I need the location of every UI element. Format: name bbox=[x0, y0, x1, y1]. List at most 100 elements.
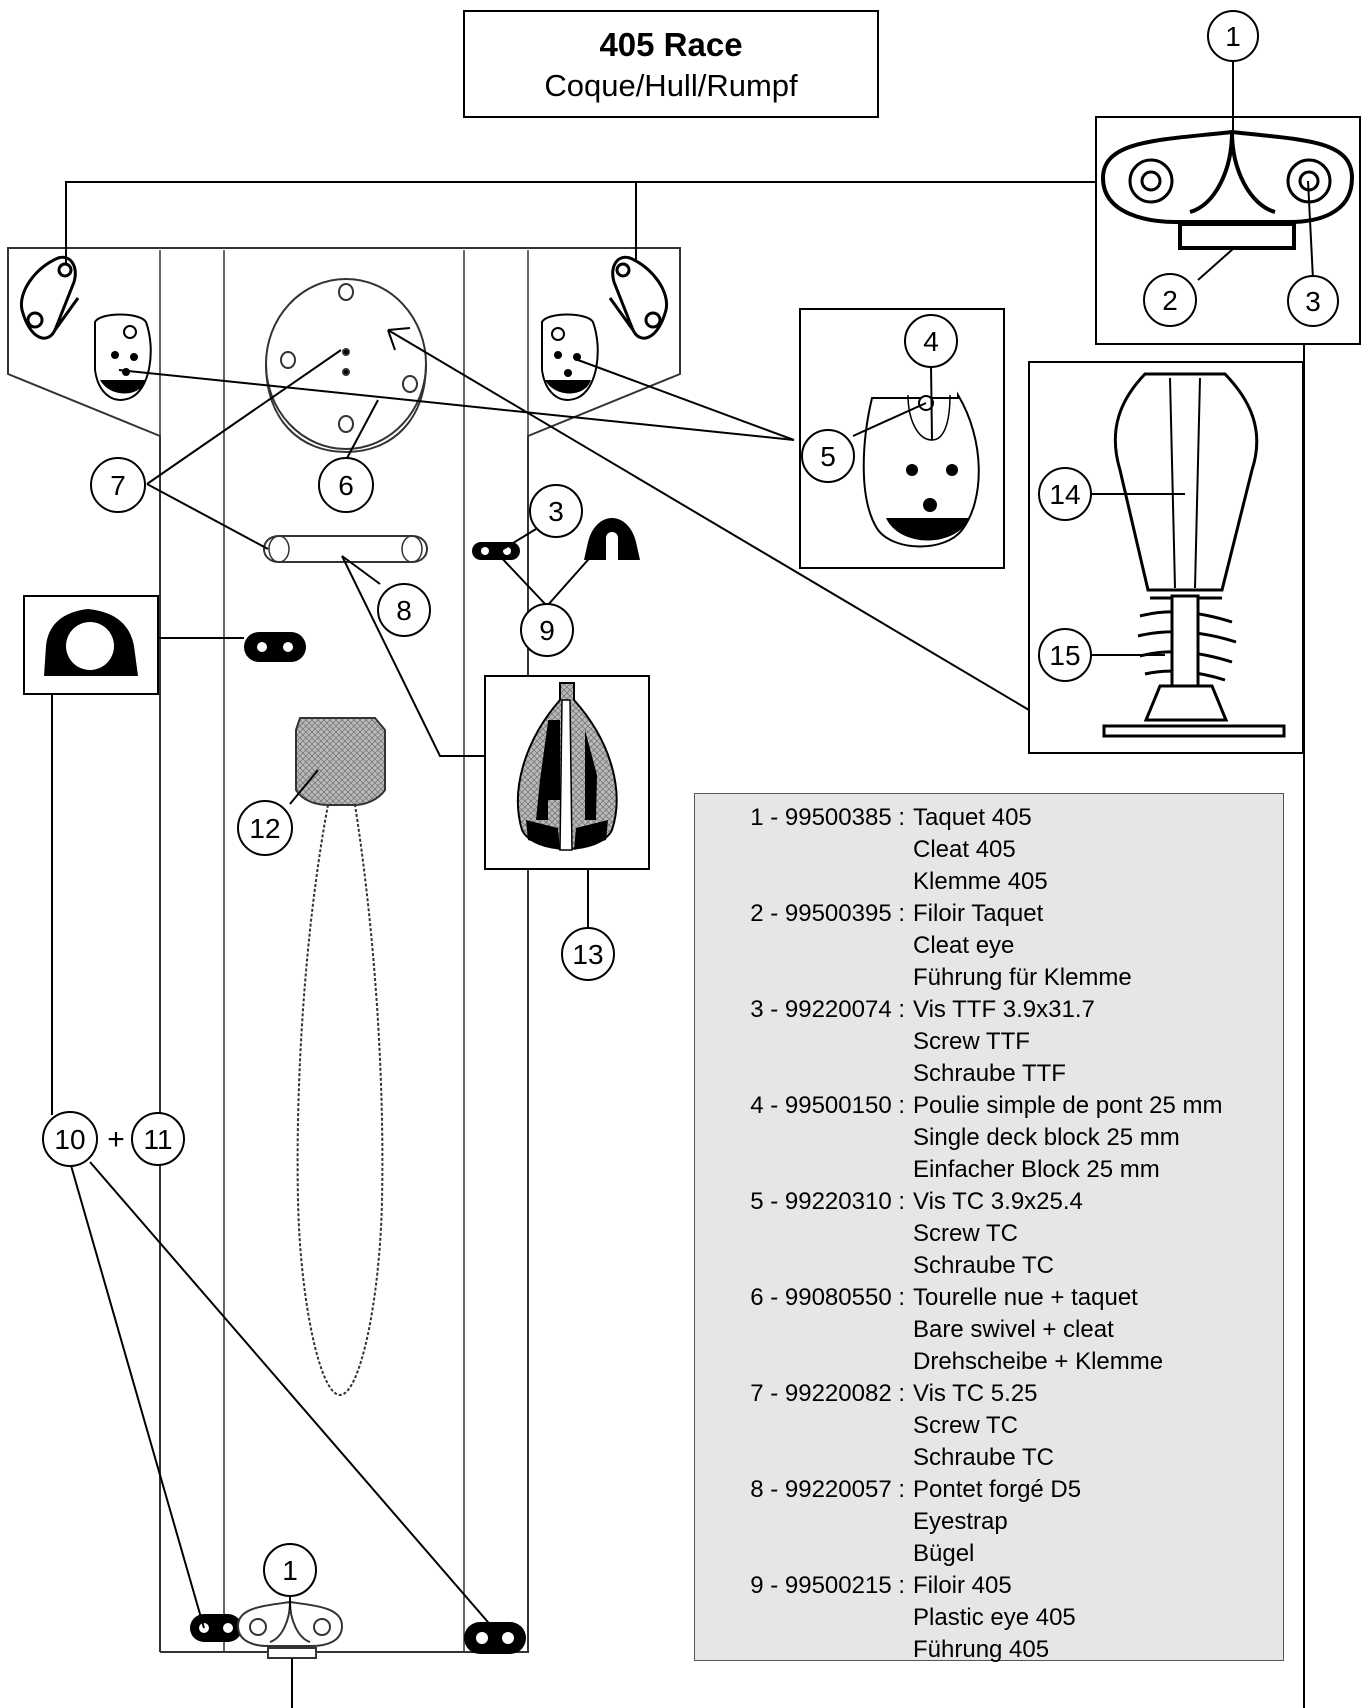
bottom-cleat bbox=[236, 1600, 344, 1659]
legend-part-code: 8 - 99220057 : bbox=[750, 1476, 905, 1503]
legend-description-line: Cleat 405 bbox=[913, 836, 1016, 863]
legend-description-line: Filoir Taquet bbox=[913, 900, 1044, 927]
callout-circle bbox=[131, 1112, 185, 1166]
legend-part-code: 6 - 99080550 : bbox=[750, 1284, 905, 1311]
legend-entry: 4 - 99500150 : Poulie simple de pont 25 m… bbox=[695, 1090, 1283, 1186]
callout-number: 12 bbox=[249, 813, 280, 844]
callout-number: 13 bbox=[572, 939, 603, 970]
legend-description-line: Schraube TC bbox=[913, 1444, 1054, 1471]
callout-circle bbox=[42, 1111, 98, 1167]
legend-part-code: 4 - 99500150 : bbox=[750, 1092, 905, 1119]
deck-block-right bbox=[541, 313, 599, 401]
callout-circle bbox=[801, 429, 855, 483]
callout-circle bbox=[561, 927, 615, 981]
legend-description-line: Klemme 405 bbox=[913, 868, 1048, 895]
callout-number: 7 bbox=[110, 470, 126, 501]
callout-c1-top: 1 bbox=[1207, 10, 1259, 62]
cleat-detail-box bbox=[1095, 116, 1361, 345]
callout-number: 3 bbox=[1305, 286, 1321, 317]
legend-description-line: Filoir 405 bbox=[913, 1572, 1012, 1599]
callout-c6: 6 bbox=[318, 457, 374, 513]
legend-description-line: Poulie simple de pont 25 mm bbox=[913, 1092, 1223, 1119]
legend-description-line: Screw TC bbox=[913, 1412, 1018, 1439]
callout-c1-bottom: 1 bbox=[263, 1543, 317, 1597]
callout-c13: 13 bbox=[561, 927, 615, 981]
callout-circle bbox=[263, 1543, 317, 1597]
legend-description-line: Plastic eye 405 bbox=[913, 1604, 1076, 1631]
callout-c3-mid: 3 bbox=[529, 484, 583, 538]
callout-circle bbox=[520, 603, 574, 657]
legend-description-line: Screw TTF bbox=[913, 1028, 1030, 1055]
callout-c5: 5 bbox=[801, 429, 855, 483]
callout-number: 4 bbox=[923, 326, 939, 357]
legend-description-line: Vis TC 5.25 bbox=[913, 1380, 1038, 1407]
callout-c8: 8 bbox=[377, 583, 431, 637]
callout-circle bbox=[1287, 275, 1339, 327]
legend-descriptions: Poulie simple de pont 25 mm Single deck b… bbox=[913, 1090, 1223, 1186]
callout-number: 11 bbox=[143, 1124, 172, 1155]
hull-outline bbox=[7, 247, 681, 1653]
leader-lines bbox=[51, 58, 1314, 1708]
callout-circle bbox=[904, 314, 958, 368]
legend-part-code: 9 - 99500215 : bbox=[750, 1572, 905, 1599]
callout-c9: 9 bbox=[520, 603, 574, 657]
callout-c3-top: 3 bbox=[1287, 275, 1339, 327]
legend-description-line: Drehscheibe + Klemme bbox=[913, 1348, 1164, 1375]
callout-circle bbox=[90, 457, 146, 513]
corner-cleat-left bbox=[19, 255, 80, 340]
legend-part-code: 7 - 99220082 : bbox=[750, 1380, 905, 1407]
callout-c14: 14 bbox=[1038, 467, 1092, 521]
plastic-eye-mid bbox=[244, 632, 306, 662]
legend-description-line: Bare swivel + cleat bbox=[913, 1316, 1114, 1343]
lead-block-detail-box bbox=[23, 595, 159, 695]
callout-number: 3 bbox=[548, 496, 564, 527]
legend-description-line: Pontet forgé D5 bbox=[913, 1476, 1082, 1503]
legend-description-line: Schraube TTF bbox=[913, 1060, 1066, 1087]
callout-c11: 11 bbox=[131, 1112, 185, 1166]
callout-number: 2 bbox=[1162, 285, 1178, 316]
plastic-eye-flat bbox=[472, 542, 520, 560]
callout-number: 1 bbox=[1225, 21, 1241, 52]
callout-number: 8 bbox=[396, 595, 412, 626]
legend-description-line: Taquet 405 bbox=[913, 804, 1032, 831]
legend-description-line: Bügel bbox=[913, 1540, 975, 1567]
callout-circle bbox=[318, 457, 374, 513]
legend-description-line: Vis TC 3.9x25.4 bbox=[913, 1188, 1083, 1215]
deck-block-left bbox=[94, 313, 152, 401]
title-main: 405 Race bbox=[599, 26, 743, 63]
plus-sign: + bbox=[107, 1123, 125, 1156]
legend-description-line: Vis TTF 3.9x31.7 bbox=[913, 996, 1095, 1023]
callout-number: 5 bbox=[820, 441, 836, 472]
callout-number: 9 bbox=[539, 615, 555, 646]
legend-description-line: Single deck block 25 mm bbox=[913, 1124, 1180, 1151]
callout-c7: 7 bbox=[90, 457, 146, 513]
legend-part-code: 5 - 99220310 : bbox=[750, 1188, 905, 1215]
callout-c12: 12 bbox=[237, 800, 293, 856]
callout-c4: 4 bbox=[904, 314, 958, 368]
callout-circle bbox=[1143, 273, 1197, 327]
legend-description-line: Einfacher Block 25 mm bbox=[913, 1156, 1160, 1183]
legend-description-line: Screw TC bbox=[913, 1220, 1018, 1247]
callout-circle bbox=[1038, 628, 1092, 682]
callout-number: 6 bbox=[338, 470, 354, 501]
legend-description-line: Eyestrap bbox=[913, 1508, 1008, 1535]
